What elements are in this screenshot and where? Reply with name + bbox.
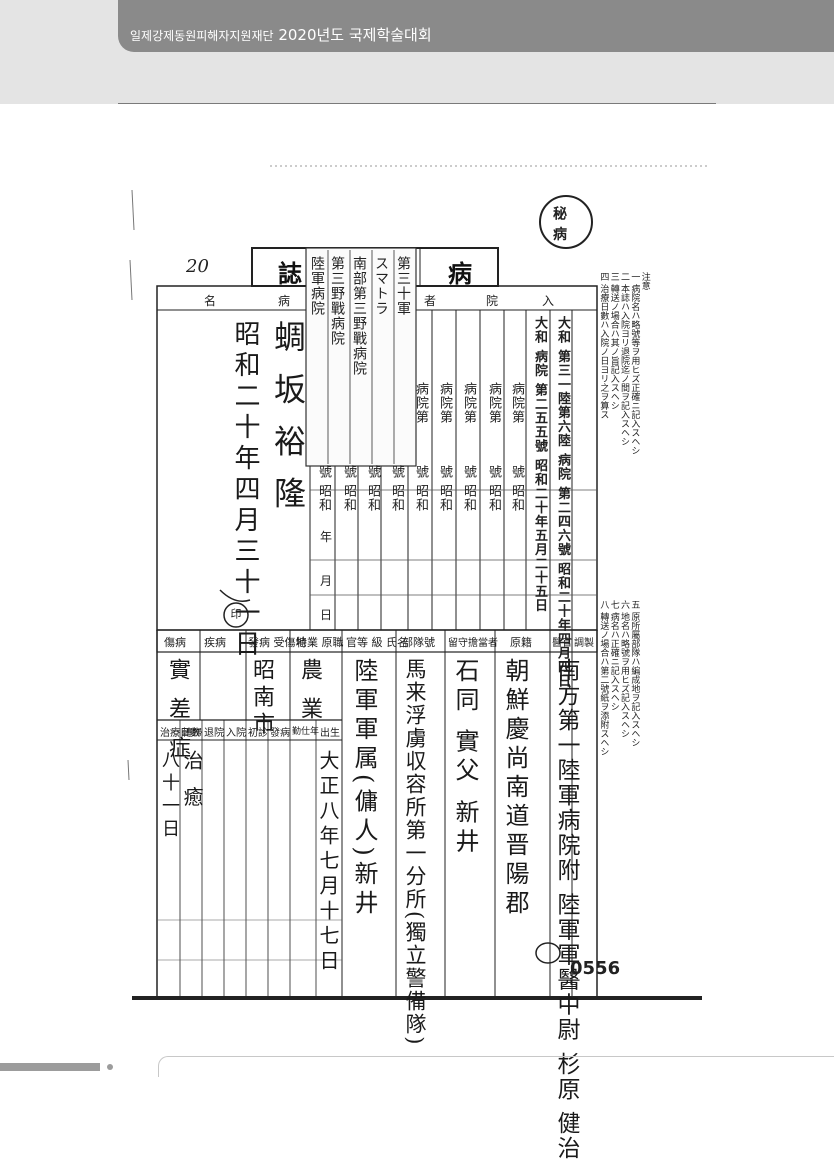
label-place: 發病 受傷地 [248, 636, 307, 649]
note-8: 八 轉送ノ場合ハ第二號紙ヲ添附スヘシ [598, 600, 609, 756]
blank-row-label-4: 病院第 [437, 382, 452, 424]
blank-row-suffix-4: 號 昭和 [437, 465, 452, 513]
blank-row-label-2: 病院第 [486, 382, 501, 424]
value-wound: 實 差 症 [165, 658, 190, 763]
footer-rule [158, 1056, 834, 1077]
label-prepared: 調製 [574, 638, 594, 649]
note-2: 二 本誌ハ入院ヨリ退院迄ノ間ヲ記入スヘシ [619, 272, 630, 446]
header-tab [118, 0, 834, 52]
overlay-row-3: 南部第三野戰病院 [351, 256, 367, 376]
unit-day: 日 [320, 608, 333, 622]
notes-column-lower: 五 原所屬部隊ハ編成地ヲ記入スヘシ 六 地名ハ略號ヲ用ヒズ記入スヘシ 七 病名ハ… [598, 600, 639, 970]
footer-bar [0, 1063, 100, 1071]
value-guardian: 石同 實父 新井 [451, 658, 479, 858]
header-cell-2: 者 [424, 294, 437, 308]
label-wound: 傷病 [164, 636, 186, 649]
value-doctor: 南方第一陸軍病院附 陸軍軍醫中尉 杉原 健治 [553, 658, 579, 1161]
header-org: 일제강제동원피해자지원재단 [130, 29, 274, 43]
label-guardian: 留守擔當者 [448, 638, 498, 649]
diagnosis-date: 昭和二十年四月三十一日 [230, 320, 260, 661]
value-origin: 朝鮮慶尚南道晋陽郡 [501, 658, 529, 919]
blank-row-suffix-2: 號 昭和 [486, 465, 501, 513]
notes-column: 注意 一 病院名ハ略號等ヲ用ヒズ正確ニ記入スヘシ 二 本誌ハ入院ヨリ退院迄ノ間ヲ… [598, 272, 650, 612]
header-rule [118, 103, 716, 104]
header-cell-1: 病 [278, 294, 291, 308]
label-days: 治療日數 [160, 728, 200, 739]
unit-month: 月 [320, 574, 333, 588]
label-discharge: 退院 [204, 728, 224, 739]
note-5: 五 原所屬部隊ハ編成地ヲ記入スヘシ [629, 600, 640, 747]
unit-year: 年 [320, 530, 333, 544]
blank-row-suffix-3: 號 昭和 [461, 465, 476, 513]
note-4: 四 治療日數ハ入院ノ日ヨリ之ヲ算ス [598, 272, 609, 419]
label-disease: 疾病 [204, 636, 226, 649]
value-days: 八十一日 [159, 750, 180, 842]
label-admission: 入院 [226, 728, 246, 739]
label-rank: 官等 級 氏名 [346, 636, 408, 649]
label-service-years: 勤仕年 [292, 727, 320, 737]
value-place: 昭南市 [249, 658, 274, 739]
patient-name: 蜩 坂 裕 隆 [269, 320, 307, 514]
label-doctor: 醫官 [552, 638, 572, 649]
blank-row-suffix-7: 號 昭和 [365, 465, 380, 513]
blank-row-suffix-9: 號 昭和 [316, 465, 331, 513]
name-seal: 印 [229, 608, 242, 620]
overlay-row-4: 第三野戰病院 [329, 256, 345, 346]
overlay-row-1: 第三十軍 [395, 256, 411, 316]
blank-row-suffix-8: 號 昭和 [341, 465, 356, 513]
label-birth: 出生 [320, 728, 340, 739]
record-grid [127, 165, 708, 1000]
header-title: 일제강제동원피해자지원재단 2020년도 국제학술대회 [130, 24, 432, 45]
overlay-row-5: 陸軍病院 [309, 256, 325, 316]
hospital-row-1: 大和 第三一陸第六陸 病院 第二四六號 昭和二十年四月四日 [555, 316, 570, 689]
blank-row-label-5: 病院第 [413, 382, 428, 424]
note-7: 七 病名ハ正確ニ記入スヘシ [608, 600, 619, 711]
note-3: 三 轉送ノ場合ハ其ノ旨記入スヘシ [608, 272, 619, 410]
title-right: 病 [448, 259, 472, 288]
value-unit: 馬来浮虜収容所第一分所(獨立警備隊) [403, 658, 427, 1047]
label-unit: 部隊號 [402, 636, 435, 649]
label-onset: 發病 [270, 728, 290, 739]
blank-row-label-1: 病院第 [509, 382, 524, 424]
blank-row-label-3: 病院第 [461, 382, 476, 424]
scanned-medical-record: 20 誌 病 秘 病 名 病 者 院 入 蜩 坂 裕 隆 昭和二十年四月三十一日… [120, 160, 710, 1161]
value-occupation: 農 業 [297, 658, 322, 724]
page-number: 0556 [570, 958, 621, 979]
note-6: 六 地名ハ略號ヲ用ヒズ記入スヘシ [619, 600, 630, 738]
header-cell-0: 名 [204, 294, 217, 308]
overlay-row-2: スマトラ [373, 256, 389, 316]
header-cell-4: 入 [542, 294, 555, 308]
label-first-exam: 初診 [248, 728, 268, 739]
note-1: 一 病院名ハ略號等ヲ用ヒズ正確ニ記入スヘシ [629, 272, 640, 455]
label-occupation: 特業 原職 [296, 636, 344, 649]
blank-row-suffix-1: 號 昭和 [509, 465, 524, 513]
footer-dot [107, 1064, 113, 1070]
header-event: 2020년도 국제학술대회 [278, 26, 432, 44]
blank-row-suffix-6: 號 昭和 [389, 465, 404, 513]
header-cell-3: 院 [486, 294, 499, 308]
value-birth: 大正八年七月十七日 [316, 750, 340, 975]
note-0: 注意 [639, 272, 650, 290]
hospital-row-2: 大和 病院 第二五五號 昭和二十年五月二十五日 [532, 316, 547, 613]
value-rank-name: 陸軍軍属(傭人)新井 [350, 658, 378, 919]
stamp-top: 秘 病 [551, 206, 567, 242]
label-outcome: 轉歸 [182, 728, 202, 739]
label-origin: 原籍 [510, 636, 532, 649]
blank-row-suffix-5: 號 昭和 [413, 465, 428, 513]
value-outcome: 治 癒 [180, 750, 204, 812]
title-left: 誌 [278, 259, 302, 288]
margin-number: 20 [186, 256, 209, 277]
